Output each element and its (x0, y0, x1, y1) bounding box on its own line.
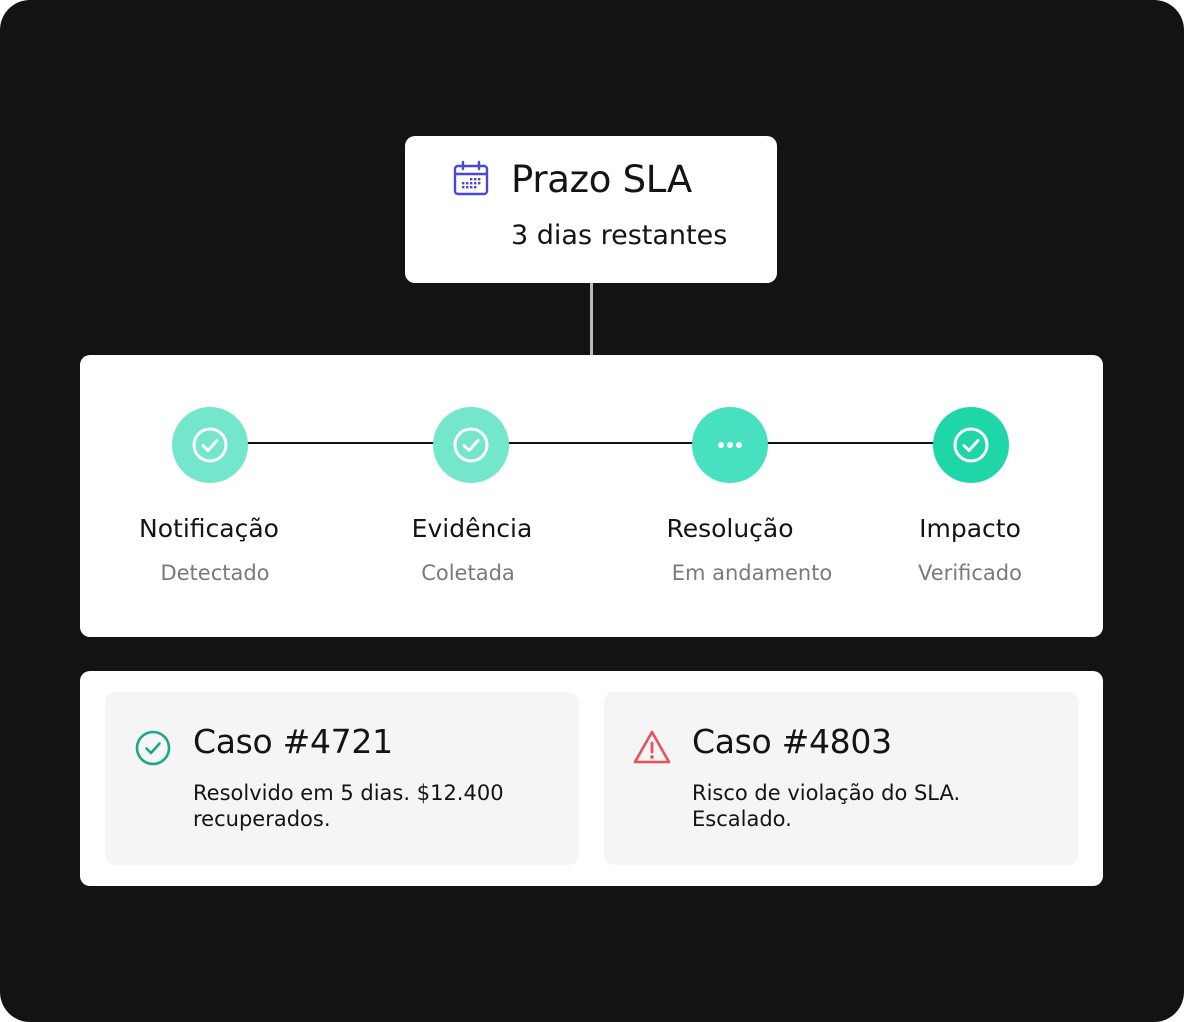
step-status: Detectado (160, 561, 270, 585)
check-circle-icon (192, 427, 228, 463)
sla-title: Prazo SLA (511, 158, 692, 201)
case-title: Caso #4721 (193, 722, 393, 761)
connector-line (590, 283, 593, 356)
case-description: Resolvido em 5 dias. $12.400 recuperados… (193, 781, 504, 831)
more-dots-icon (718, 442, 742, 448)
check-circle-icon (453, 427, 489, 463)
step-notificacao-indicator[interactable] (172, 407, 248, 483)
cases-card: Caso #4721 Resolvido em 5 dias. $12.400 … (80, 671, 1103, 886)
case-item-4721[interactable]: Caso #4721 Resolvido em 5 dias. $12.400 … (105, 692, 579, 865)
step-impacto-indicator[interactable] (933, 407, 1009, 483)
sla-deadline-card: Prazo SLA 3 dias restantes (405, 136, 777, 283)
check-circle-icon (135, 730, 171, 766)
step-status: Coletada (421, 561, 515, 585)
step-status: Em andamento (671, 561, 833, 585)
case-description: Risco de violação do SLA. Escalado. (692, 781, 961, 831)
step-evidencia-indicator[interactable] (433, 407, 509, 483)
sla-remaining-days: 3 dias restantes (511, 220, 728, 251)
step-label: Notificação (139, 514, 279, 543)
check-circle-icon (953, 427, 989, 463)
case-title: Caso #4803 (692, 722, 892, 761)
timeline-track (210, 442, 971, 444)
progress-timeline-card: Notificação Detectado Evidência Coletada… (80, 355, 1103, 637)
step-label: Resolução (666, 514, 794, 543)
calendar-icon (453, 160, 489, 196)
warning-triangle-icon (633, 730, 671, 764)
step-resolucao-indicator[interactable] (692, 407, 768, 483)
case-item-4803[interactable]: Caso #4803 Risco de violação do SLA. Esc… (604, 692, 1078, 865)
step-label: Impacto (919, 514, 1021, 543)
step-status: Verificado (918, 561, 1022, 585)
step-label: Evidência (411, 514, 533, 543)
